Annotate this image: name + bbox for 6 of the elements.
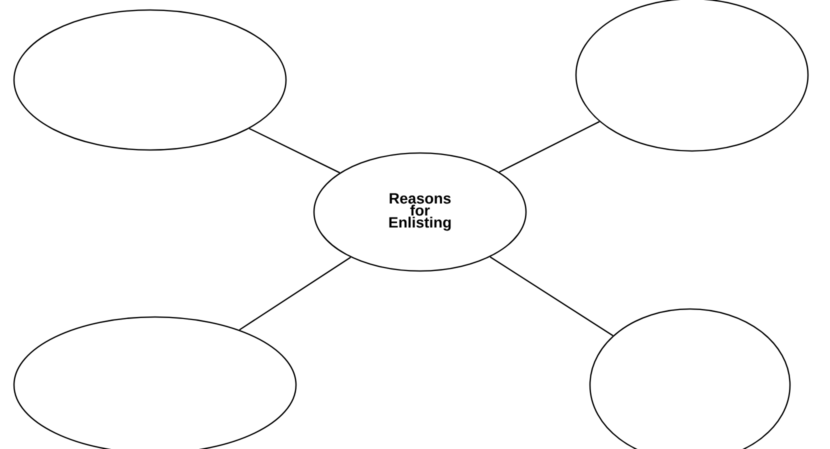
blank-oval bbox=[13, 9, 287, 151]
connector-line bbox=[498, 121, 600, 173]
topic-oval: Reasons for Enlisting bbox=[313, 152, 527, 272]
connector-line bbox=[490, 256, 614, 336]
connector-line bbox=[239, 256, 351, 330]
connector-line bbox=[249, 128, 340, 174]
